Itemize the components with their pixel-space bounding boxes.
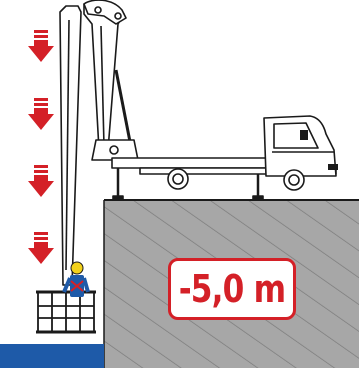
aerial-boom-icon <box>59 0 139 286</box>
down-arrow-icon <box>28 98 54 130</box>
work-basket-icon <box>36 290 96 334</box>
water-surface <box>0 344 104 368</box>
depth-label: -5,0 m <box>178 267 286 311</box>
down-arrow-icon <box>28 165 54 197</box>
depth-badge: -5,0 m <box>168 258 296 320</box>
down-arrow-icon <box>28 232 54 264</box>
worker-icon <box>62 261 90 297</box>
down-arrow-icon <box>28 30 54 62</box>
truck-icon <box>111 115 338 201</box>
